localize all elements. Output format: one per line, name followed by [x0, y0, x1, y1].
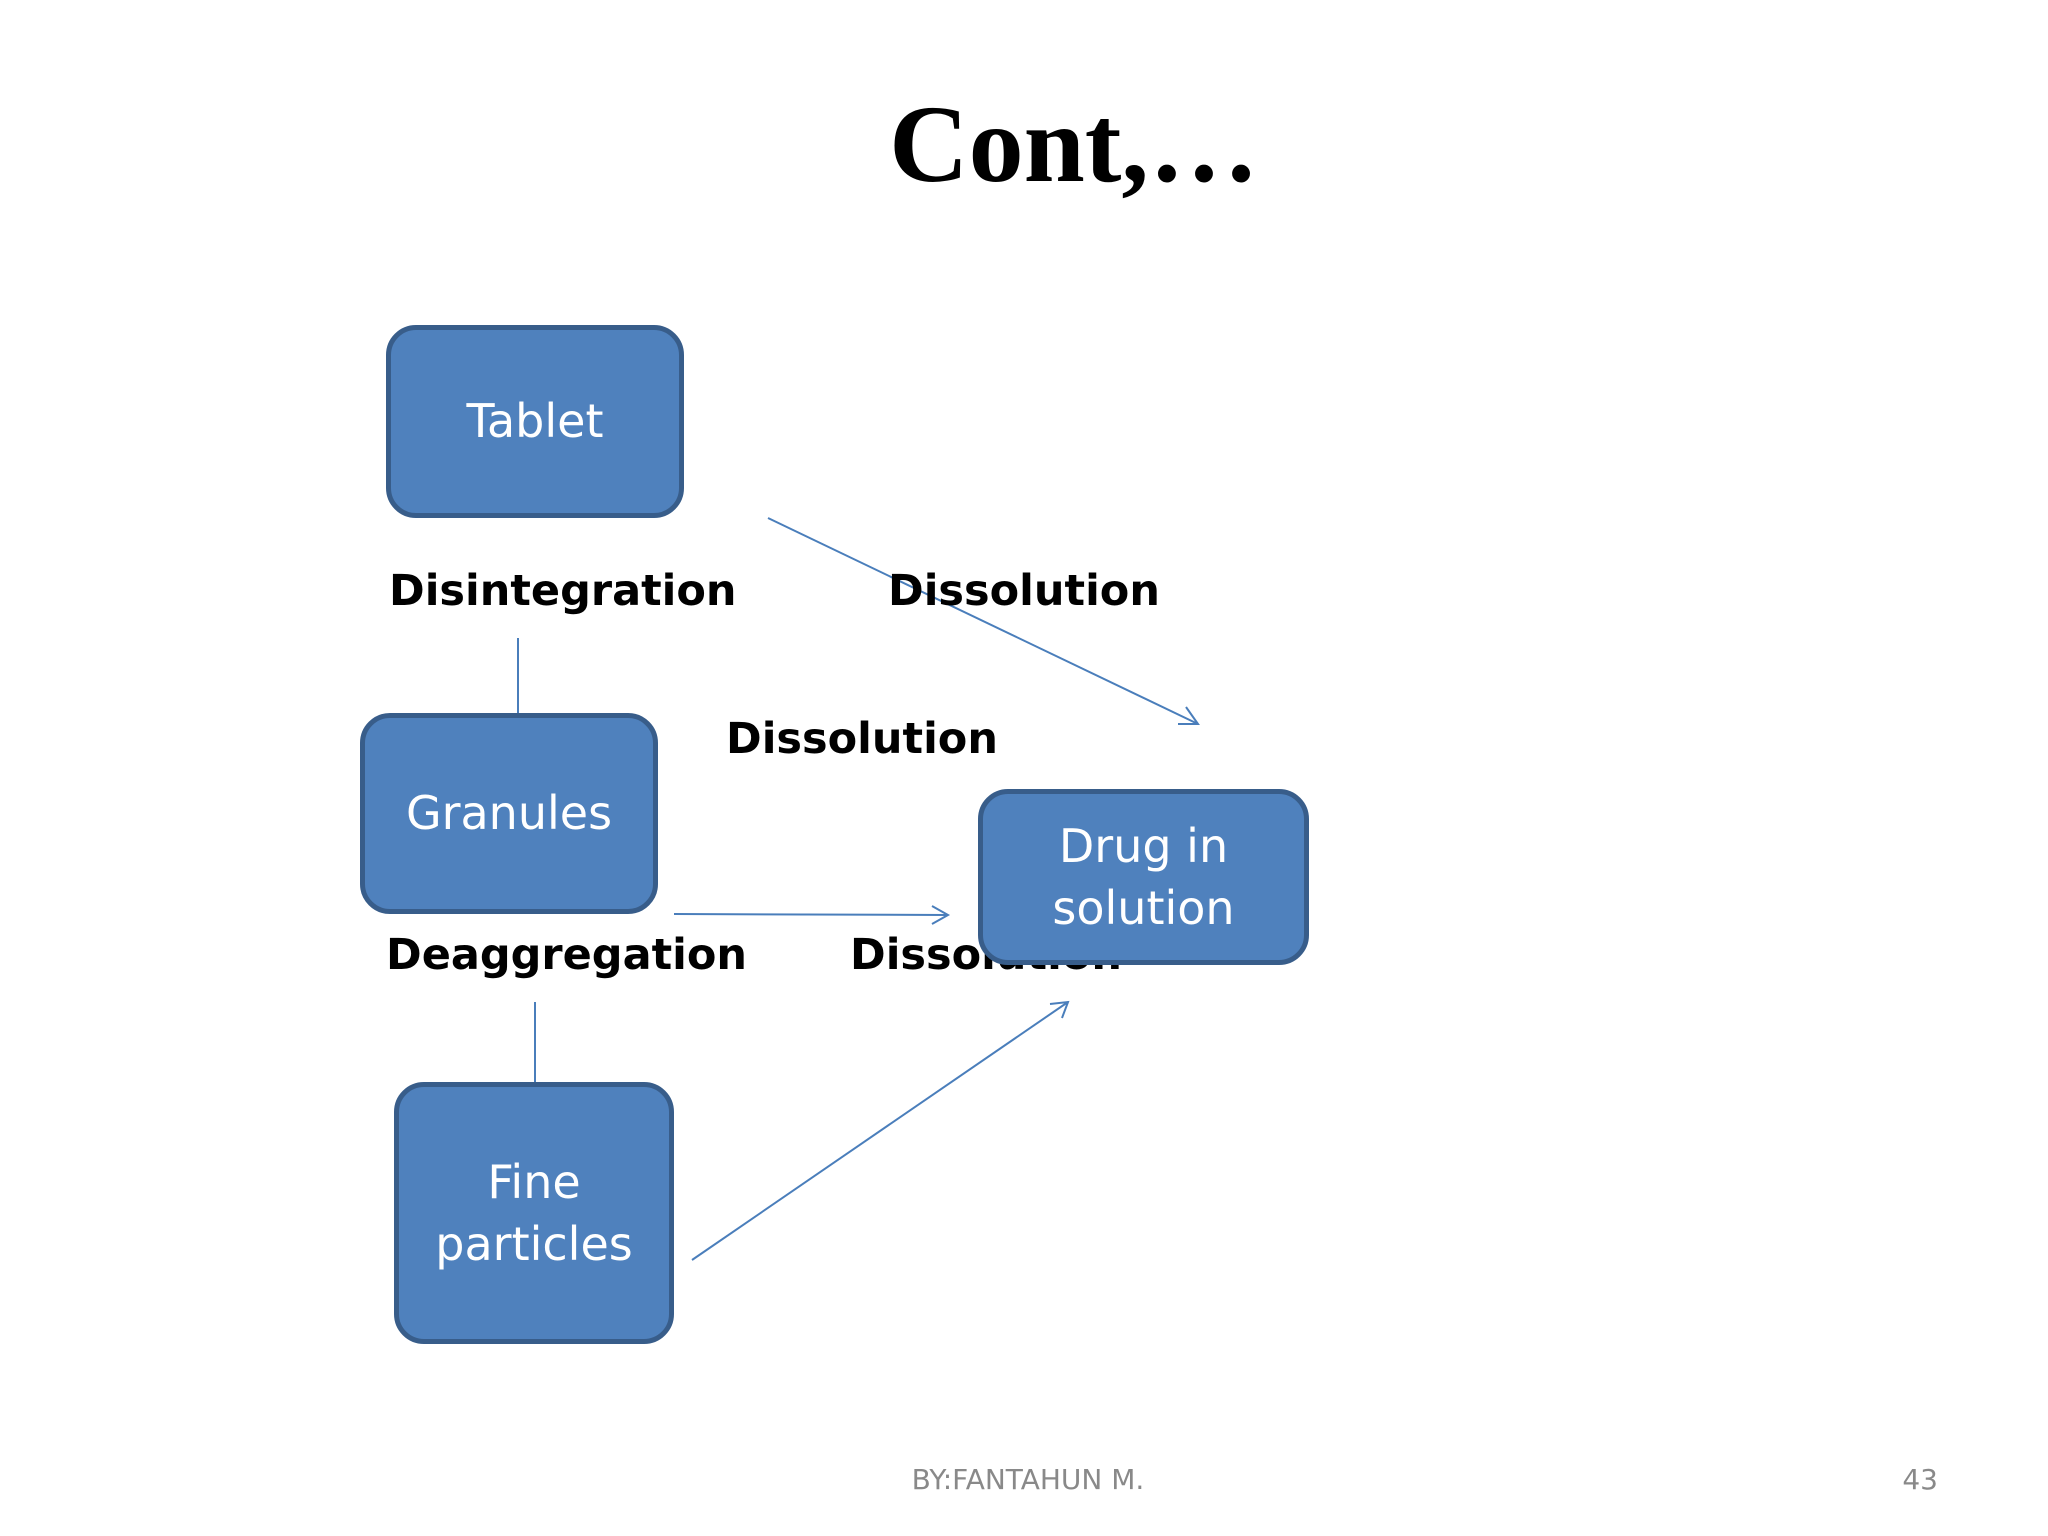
node-tablet: Tablet: [386, 325, 684, 518]
arrow-tablet-to-drug: [767, 517, 1199, 725]
arrowhead-tablet-to-drug: [1178, 706, 1200, 725]
arrowhead-granules-to-drug: [931, 905, 951, 925]
node-drug-in-solution: Drug in solution: [978, 789, 1309, 965]
page-number: 43: [1902, 1463, 1938, 1496]
node-granules: Granules: [360, 713, 658, 914]
slide-title: Cont,…: [889, 83, 1259, 205]
label-disintegration: Disintegration: [389, 566, 737, 616]
arrow-granules-to-drug: [673, 913, 949, 916]
arrow-fine-to-drug: [691, 1001, 1069, 1261]
label-deaggregation: Deaggregation: [386, 930, 748, 980]
footer-credit: BY:FANTAHUN M.: [911, 1463, 1145, 1496]
label-dissolution-tablet: Dissolution: [888, 566, 1160, 616]
node-fine-particles: Fine particles: [394, 1082, 674, 1344]
label-dissolution-granules: Dissolution: [726, 714, 998, 764]
arrowhead-fine-to-drug: [1049, 1000, 1070, 1019]
